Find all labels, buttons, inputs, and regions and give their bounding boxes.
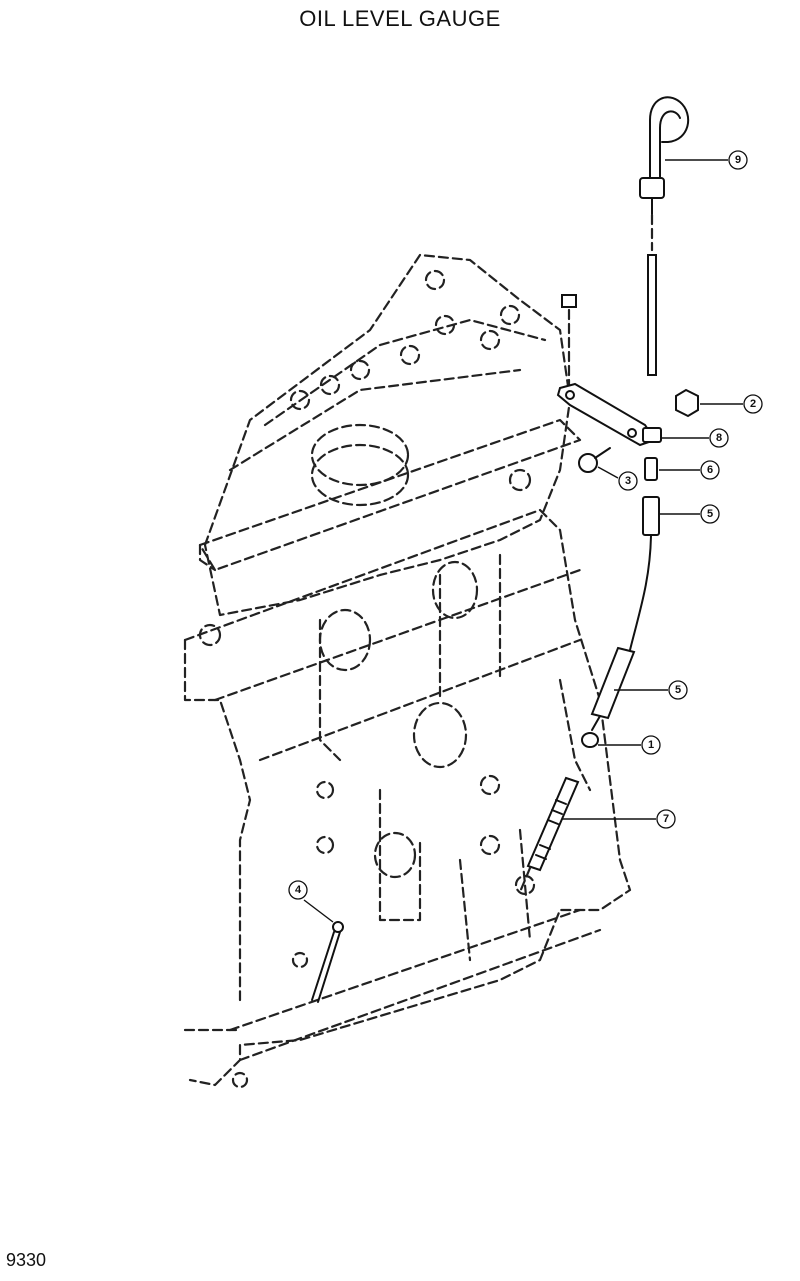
plug <box>332 921 344 933</box>
callout-6: 6 <box>700 460 720 480</box>
svg-text:3: 3 <box>625 475 631 487</box>
upper-tube <box>642 496 660 536</box>
svg-text:4: 4 <box>295 884 302 896</box>
callout-2: 2 <box>743 394 763 414</box>
svg-text:5: 5 <box>707 508 713 520</box>
engine-block <box>183 253 632 1089</box>
svg-text:6: 6 <box>707 464 713 476</box>
page-number: 9330 <box>6 1250 47 1270</box>
bolt <box>578 453 598 473</box>
threaded-pipe <box>526 776 580 872</box>
dipstick-handle <box>649 96 690 181</box>
svg-text:8: 8 <box>716 432 722 444</box>
callout-9: 9 <box>728 150 748 170</box>
connector <box>644 457 658 481</box>
callout-5-lower: 5 <box>668 680 688 700</box>
svg-text:2: 2 <box>750 398 756 410</box>
svg-text:9: 9 <box>735 154 741 166</box>
callout-8: 8 <box>709 428 729 448</box>
gauge-assembly <box>311 96 699 1003</box>
callout-7: 7 <box>656 809 676 829</box>
leader-lines <box>303 159 743 923</box>
callout-1: 1 <box>641 735 661 755</box>
callout-4: 4 <box>288 880 308 900</box>
svg-text:5: 5 <box>675 684 681 696</box>
svg-text:7: 7 <box>663 813 669 825</box>
nut <box>675 388 699 418</box>
callout-5-upper: 5 <box>700 504 720 524</box>
clip <box>581 732 599 748</box>
callout-3: 3 <box>618 471 638 491</box>
page-title: OIL LEVEL GAUGE <box>299 6 501 31</box>
lower-tube <box>590 646 636 720</box>
dipstick-rod <box>647 254 657 376</box>
svg-text:1: 1 <box>648 739 654 751</box>
